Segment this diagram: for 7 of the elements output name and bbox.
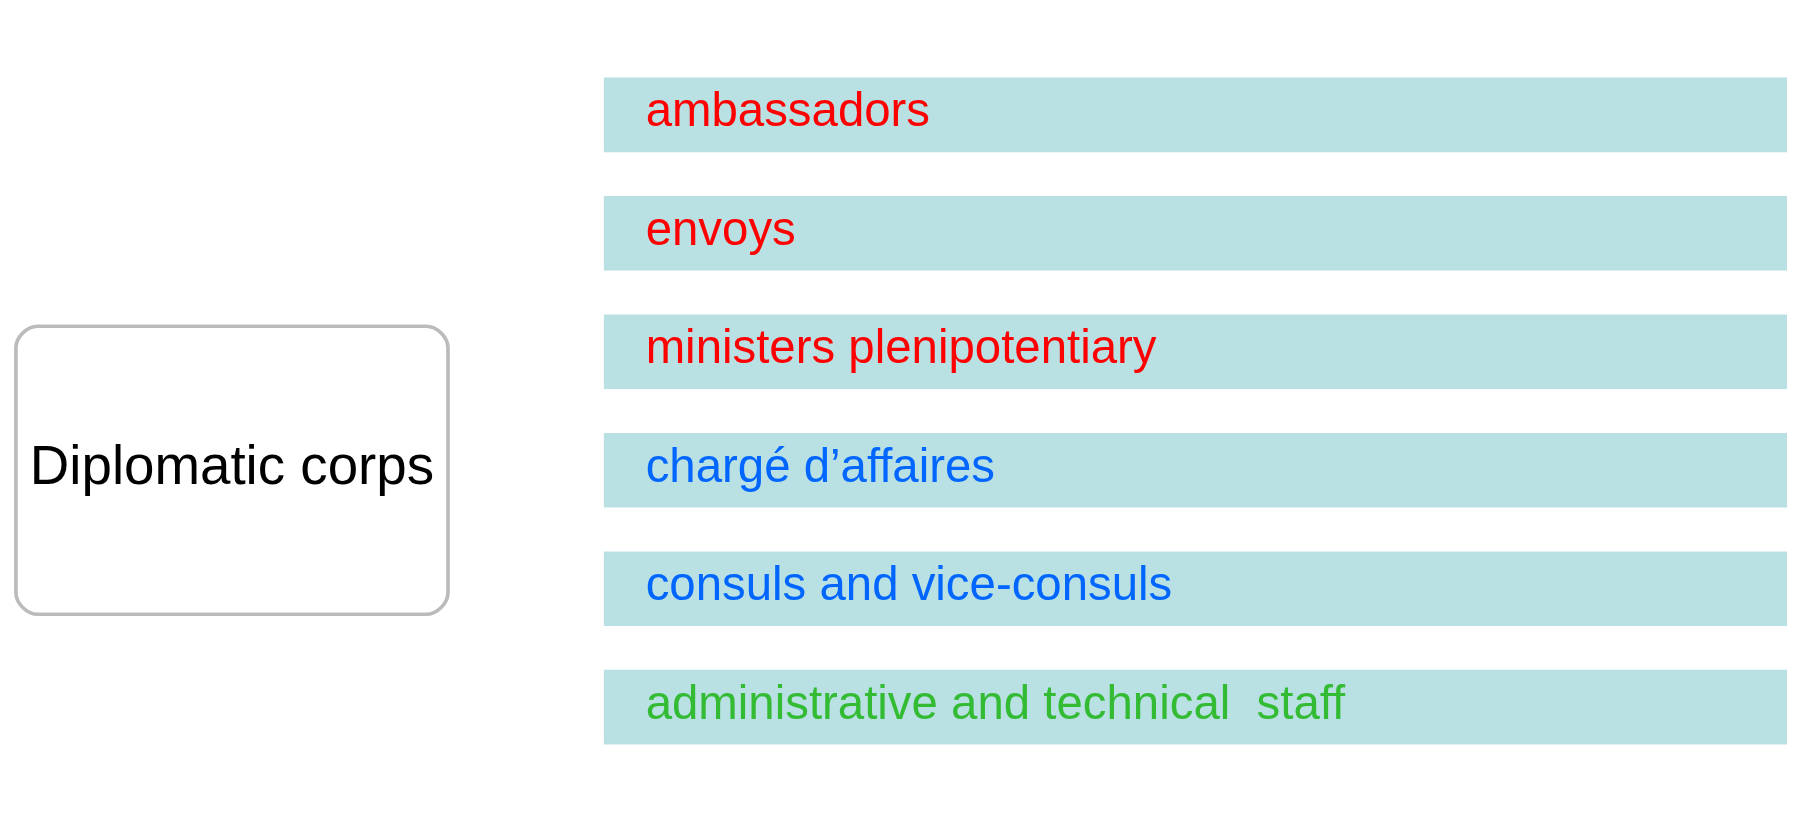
node-box: chargé d’affaires bbox=[603, 432, 1787, 508]
node-box: ambassadors bbox=[603, 77, 1787, 153]
node-box: consuls and vice-consuls bbox=[603, 551, 1787, 627]
node-box: administrative and technical staff bbox=[603, 669, 1787, 745]
node-box: ministers plenipotentiary bbox=[603, 314, 1787, 390]
node-box: envoys bbox=[603, 195, 1787, 271]
node-box: Diplomatic corps bbox=[14, 324, 450, 617]
